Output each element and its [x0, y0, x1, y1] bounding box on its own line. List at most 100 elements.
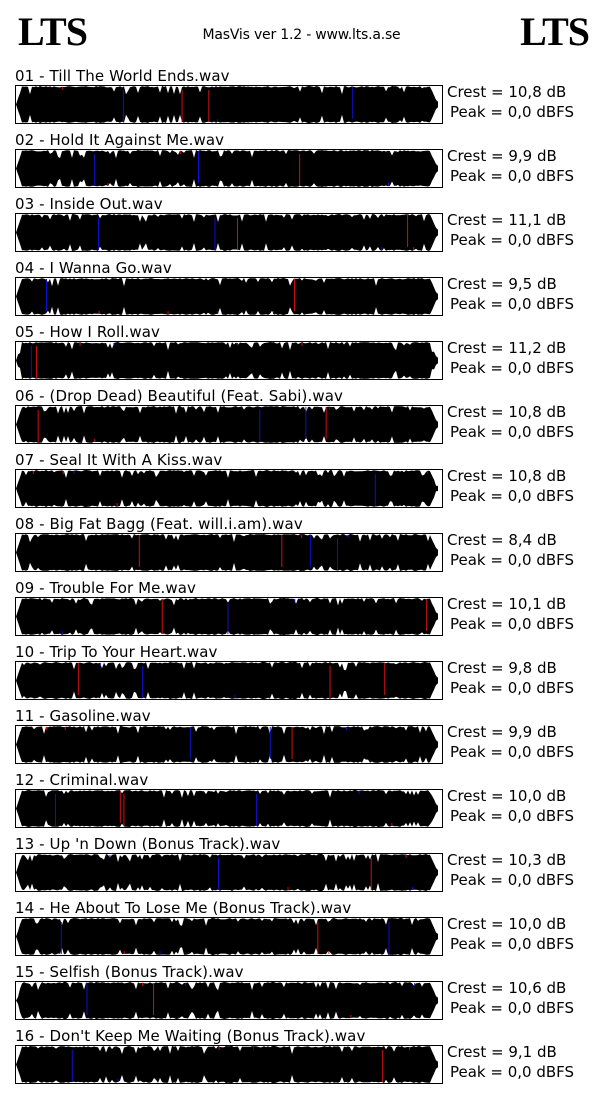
- waveform-envelope: [16, 342, 438, 379]
- track-row: 14 - He About To Lose Me (Bonus Track).w…: [0, 899, 603, 965]
- waveform-svg: [16, 406, 438, 443]
- waveform-plot: [15, 277, 443, 316]
- waveform-plot: [15, 213, 443, 252]
- waveform-envelope: [16, 406, 438, 443]
- peak-value: Peak = 0,0 dBFS: [450, 743, 575, 761]
- crest-value: Crest = 9,8 dB: [447, 659, 557, 677]
- waveform-envelope: [16, 1046, 438, 1083]
- peak-value: Peak = 0,0 dBFS: [450, 103, 575, 121]
- waveform-plot: [15, 1045, 443, 1084]
- crest-value: Crest = 10,0 dB: [447, 915, 567, 933]
- waveform-envelope: [16, 214, 438, 251]
- peak-value: Peak = 0,0 dBFS: [450, 807, 575, 825]
- waveform-plot: [15, 469, 443, 508]
- peak-value: Peak = 0,0 dBFS: [450, 679, 575, 697]
- waveform-plot: [15, 597, 443, 636]
- track-title: 06 - (Drop Dead) Beautiful (Feat. Sabi).…: [15, 387, 344, 405]
- track-title: 14 - He About To Lose Me (Bonus Track).w…: [15, 899, 352, 917]
- track-title: 05 - How I Roll.wav: [15, 323, 160, 341]
- peak-value: Peak = 0,0 dBFS: [450, 359, 575, 377]
- crest-value: Crest = 9,9 dB: [447, 723, 557, 741]
- waveform-plot: [15, 917, 443, 956]
- waveform-envelope: [16, 854, 438, 891]
- track-title: 01 - Till The World Ends.wav: [15, 67, 230, 85]
- crest-value: Crest = 11,2 dB: [447, 339, 567, 357]
- crest-value: Crest = 9,1 dB: [447, 1043, 557, 1061]
- peak-value: Peak = 0,0 dBFS: [450, 167, 575, 185]
- waveform-svg: [16, 1046, 438, 1083]
- waveform-envelope: [16, 278, 438, 315]
- track-title: 10 - Trip To Your Heart.wav: [15, 643, 218, 661]
- crest-value: Crest = 8,4 dB: [447, 531, 557, 549]
- waveform-svg: [16, 854, 438, 891]
- crest-value: Crest = 10,8 dB: [447, 403, 567, 421]
- waveform-envelope: [16, 726, 438, 763]
- waveform-plot: [15, 661, 443, 700]
- crest-value: Crest = 10,3 dB: [447, 851, 567, 869]
- track-title: 04 - I Wanna Go.wav: [15, 259, 172, 277]
- peak-value: Peak = 0,0 dBFS: [450, 935, 575, 953]
- crest-value: Crest = 10,1 dB: [447, 595, 567, 613]
- waveform-plot: [15, 853, 443, 892]
- crest-value: Crest = 9,5 dB: [447, 275, 557, 293]
- app-title: MasVis ver 1.2 - www.lts.a.se: [202, 27, 401, 43]
- track-title: 07 - Seal It With A Kiss.wav: [15, 451, 223, 469]
- waveform-svg: [16, 598, 438, 635]
- logo-left: LTS: [18, 9, 88, 54]
- crest-value: Crest = 11,1 dB: [447, 211, 567, 229]
- waveform-envelope: [16, 790, 438, 827]
- track-row: 06 - (Drop Dead) Beautiful (Feat. Sabi).…: [0, 387, 603, 453]
- track-title: 16 - Don't Keep Me Waiting (Bonus Track)…: [15, 1027, 366, 1045]
- peak-value: Peak = 0,0 dBFS: [450, 231, 575, 249]
- waveform-svg: [16, 918, 438, 955]
- waveform-svg: [16, 790, 438, 827]
- crest-value: Crest = 9,9 dB: [447, 147, 557, 165]
- waveform-envelope: [16, 662, 438, 699]
- waveform-svg: [16, 662, 438, 699]
- peak-value: Peak = 0,0 dBFS: [450, 487, 575, 505]
- waveform-envelope: [16, 534, 438, 571]
- waveform-envelope: [16, 918, 438, 955]
- waveform-plot: [15, 341, 443, 380]
- waveform-plot: [15, 149, 443, 188]
- track-title: 11 - Gasoline.wav: [15, 707, 151, 725]
- track-title: 03 - Inside Out.wav: [15, 195, 163, 213]
- waveform-envelope: [16, 598, 438, 635]
- waveform-envelope: [16, 150, 438, 187]
- peak-value: Peak = 0,0 dBFS: [450, 999, 575, 1017]
- waveform-svg: [16, 726, 438, 763]
- waveform-envelope: [16, 982, 438, 1019]
- waveform-plot: [15, 533, 443, 572]
- peak-value: Peak = 0,0 dBFS: [450, 1063, 575, 1081]
- track-title: 12 - Criminal.wav: [15, 771, 149, 789]
- waveform-svg: [16, 86, 438, 123]
- peak-value: Peak = 0,0 dBFS: [450, 871, 575, 889]
- waveform-plot: [15, 725, 443, 764]
- waveform-envelope: [16, 86, 438, 123]
- track-title: 02 - Hold It Against Me.wav: [15, 131, 225, 149]
- waveform-svg: [16, 150, 438, 187]
- crest-value: Crest = 10,0 dB: [447, 787, 567, 805]
- track-title: 08 - Big Fat Bagg (Feat. will.i.am).wav: [15, 515, 303, 533]
- waveform-svg: [16, 470, 438, 507]
- peak-value: Peak = 0,0 dBFS: [450, 423, 575, 441]
- waveform-svg: [16, 982, 438, 1019]
- waveform-svg: [16, 214, 438, 251]
- waveform-svg: [16, 278, 438, 315]
- peak-value: Peak = 0,0 dBFS: [450, 615, 575, 633]
- crest-value: Crest = 10,6 dB: [447, 979, 567, 997]
- logo-right: LTS: [520, 9, 590, 54]
- waveform-plot: [15, 85, 443, 124]
- waveform-plot: [15, 789, 443, 828]
